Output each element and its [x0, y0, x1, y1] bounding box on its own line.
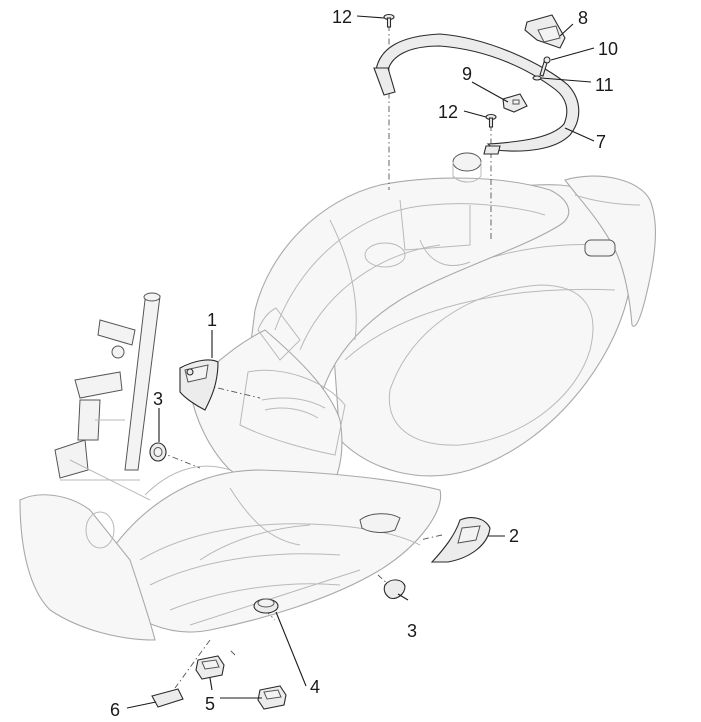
callout-12-top: 12	[332, 7, 352, 27]
rubber-block-part-5-b	[257, 685, 287, 710]
grommet-part-4	[253, 598, 279, 614]
cover-part-2	[430, 517, 491, 563]
callout-3-left: 3	[153, 389, 163, 409]
rubber-strip-part-6	[151, 688, 184, 708]
screw-part-12-mid	[485, 113, 497, 128]
callout-10: 10	[598, 39, 618, 59]
callout-labels: 1 2 3 3 4 5 6 7 8 9 10 11 12 12	[110, 7, 618, 720]
scooter-body	[19, 152, 656, 641]
callout-7: 7	[596, 132, 606, 152]
clip-part-3-left	[149, 442, 167, 462]
callout-5: 5	[205, 694, 215, 714]
rubber-block-part-5-a	[195, 655, 225, 680]
bolt-part-10	[539, 56, 551, 77]
callout-4: 4	[310, 677, 320, 697]
leader-lines	[126, 15, 595, 709]
callout-1: 1	[207, 310, 217, 330]
callout-9: 9	[462, 64, 472, 84]
callout-6: 6	[110, 700, 120, 720]
callout-12-mid: 12	[438, 102, 458, 122]
cover-part-1	[179, 359, 219, 411]
callout-8: 8	[578, 8, 588, 28]
callout-3-right: 3	[407, 621, 417, 641]
rear-handle-part-7	[373, 33, 580, 155]
cover-part-8	[524, 14, 566, 49]
clip-part-3-right	[383, 579, 406, 599]
callout-11: 11	[595, 75, 614, 95]
bracket-part-9	[502, 93, 528, 113]
washer-part-11	[532, 75, 542, 81]
callout-2: 2	[509, 526, 519, 546]
screw-part-12-top	[383, 13, 395, 28]
